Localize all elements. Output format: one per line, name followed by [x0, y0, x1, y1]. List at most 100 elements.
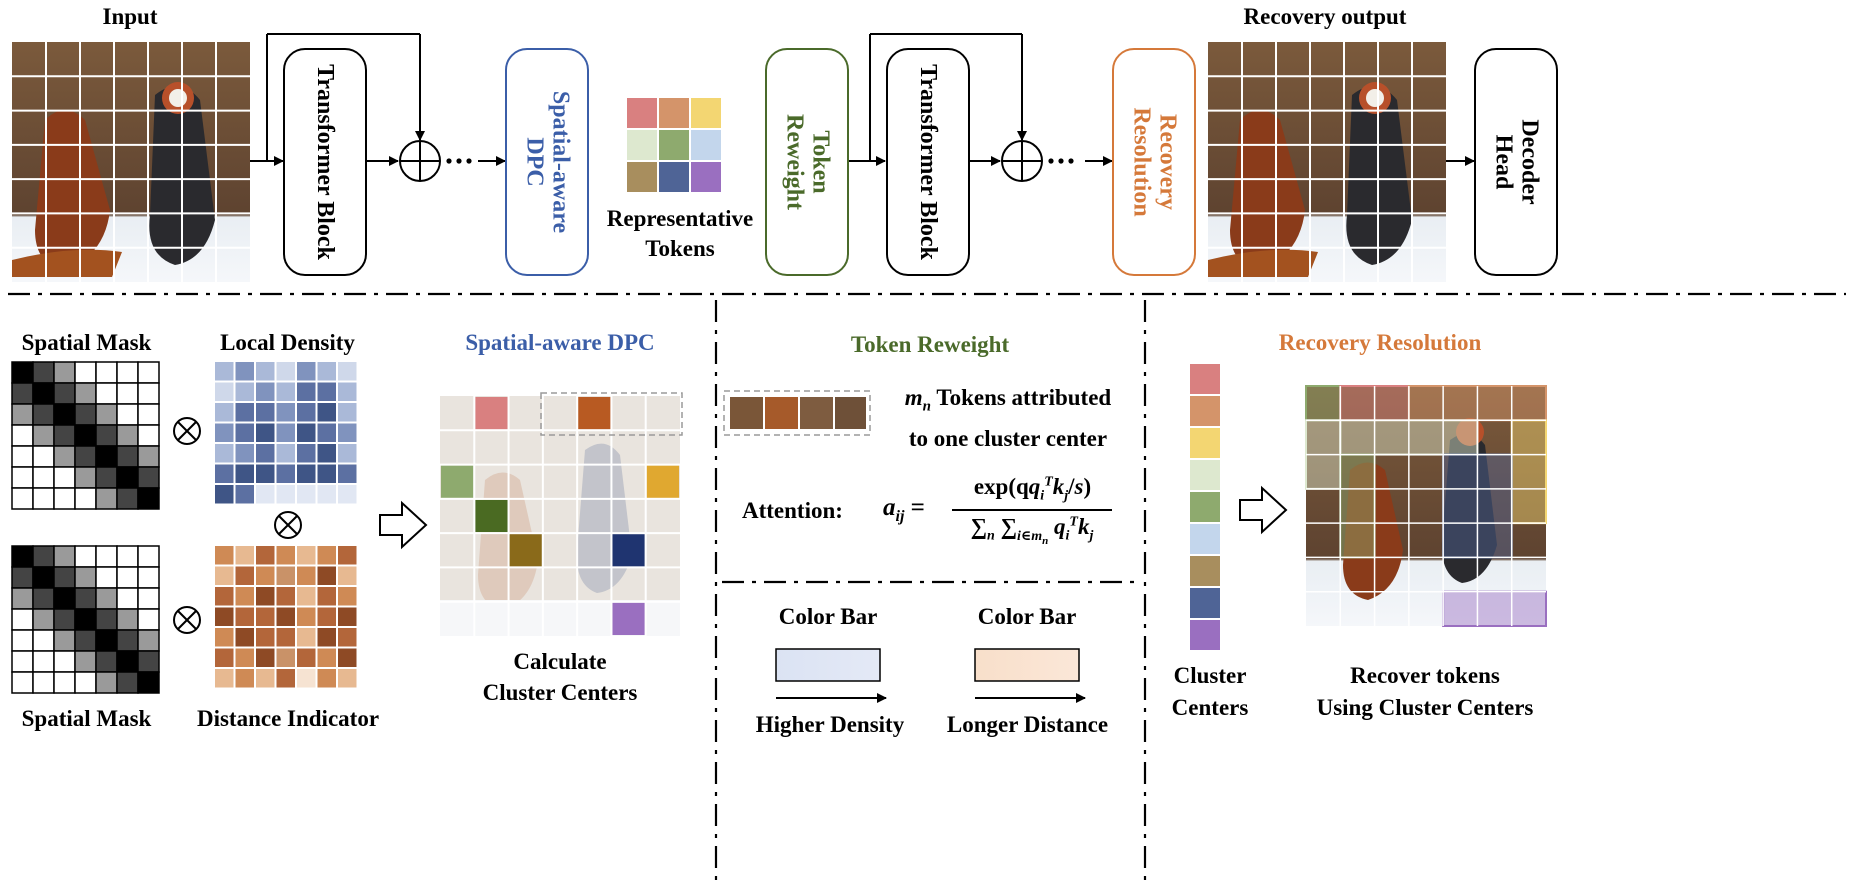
mask-cell — [95, 466, 118, 489]
mask-cell — [74, 403, 97, 426]
colorbar-1-caption: Higher Density — [755, 712, 905, 737]
cluster-centers-line2: Centers — [1171, 695, 1249, 720]
representative-tokens-grid — [627, 98, 721, 192]
n-sub: n — [922, 398, 931, 415]
distance-cell — [256, 669, 275, 688]
otimes-icon — [274, 511, 302, 539]
ellipsis-dots-1 — [446, 158, 472, 164]
density-cell — [317, 403, 336, 422]
mask-cell — [32, 487, 55, 510]
mask-cell — [74, 650, 97, 673]
density-cell — [215, 423, 234, 442]
distance-cell — [256, 648, 275, 667]
distance-cell — [317, 546, 336, 565]
distance-cell — [297, 628, 316, 647]
mask-cell — [32, 608, 55, 631]
input-label: Input — [102, 4, 158, 29]
density-cell — [215, 403, 234, 422]
recovery-output-image — [1208, 42, 1446, 282]
distance-cell — [276, 628, 295, 647]
decoder-head-label: Decoder Head — [1490, 119, 1543, 205]
cluster-center-token — [646, 465, 679, 498]
local-density-matrix — [215, 362, 357, 504]
mask-cell — [95, 671, 118, 694]
recovered-cluster-region — [1510, 419, 1547, 525]
mask-cell — [95, 566, 118, 589]
mask-cell — [53, 445, 76, 468]
representative-tokens-label: Representative Tokens — [590, 204, 770, 264]
representative-token — [691, 130, 721, 160]
cluster-center-token — [475, 397, 508, 430]
mask-cell — [116, 587, 139, 610]
mask-cell — [95, 629, 118, 652]
spatial-mask-top-label: Spatial Mask — [21, 330, 152, 355]
dpc-image — [440, 392, 683, 636]
density-cell — [256, 464, 275, 483]
mask-cell — [137, 382, 160, 405]
recovered-cluster-region — [1305, 385, 1342, 422]
mask-cell — [32, 587, 55, 610]
output-patch-grid — [1208, 42, 1446, 282]
mask-cell — [137, 445, 160, 468]
distance-cell — [297, 607, 316, 626]
distance-indicator-matrix — [215, 546, 357, 688]
mask-cell — [53, 487, 76, 510]
density-cell — [235, 444, 254, 463]
density-cell — [317, 423, 336, 442]
mask-cell — [95, 445, 118, 468]
mask-cell — [11, 361, 34, 384]
mask-cell — [32, 545, 55, 568]
mask-cell — [116, 382, 139, 405]
density-cell — [338, 423, 357, 442]
mask-cell — [53, 361, 76, 384]
distance-cell — [338, 669, 357, 688]
cluster-centers-line1: Cluster — [1173, 663, 1247, 688]
cluster-center-swatch — [1190, 396, 1220, 426]
input-image — [12, 42, 250, 282]
distance-cell — [215, 607, 234, 626]
cluster-center-token — [475, 499, 508, 533]
density-cell — [297, 444, 316, 463]
density-cell — [276, 423, 295, 442]
distance-cell — [235, 566, 254, 585]
representative-token — [659, 98, 689, 128]
mask-cell — [32, 445, 55, 468]
dpc-caption-line1: Calculate — [513, 649, 607, 674]
mask-cell — [74, 671, 97, 694]
density-cell — [235, 485, 254, 504]
mask-cell — [74, 424, 97, 447]
density-cell — [317, 362, 336, 381]
cluster-centers-bar — [1190, 364, 1220, 650]
mask-cell — [137, 671, 160, 694]
representative-tokens-line1: Representative — [606, 206, 754, 231]
cluster-center-swatch — [1190, 492, 1220, 522]
distance-cell — [338, 648, 357, 667]
m-var: m — [904, 385, 923, 410]
recovery-resolution-label: Recovery Resolution — [1128, 107, 1181, 217]
density-cell — [317, 382, 336, 401]
distance-cell — [256, 566, 275, 585]
mask-cell — [11, 487, 34, 510]
distance-cell — [276, 648, 295, 667]
mask-cell — [74, 608, 97, 631]
density-cell — [317, 485, 336, 504]
ellipsis-dots-2 — [1048, 158, 1074, 164]
mask-cell — [116, 403, 139, 426]
transformer-block-2-label: Transformer Block — [915, 64, 942, 260]
mask-cell — [116, 445, 139, 468]
transformer-block-2: Transformer Block — [886, 48, 970, 276]
mask-cell — [11, 629, 34, 652]
recover-caption-line2: Using Cluster Centers — [1316, 695, 1534, 720]
cluster-center-swatch — [1190, 556, 1220, 586]
distance-cell — [256, 628, 275, 647]
density-cell — [297, 485, 316, 504]
distance-cell — [235, 628, 254, 647]
density-cell — [215, 444, 234, 463]
spatial-dpc-label: Spatial-aware DPC — [521, 90, 574, 234]
mask-cell — [32, 629, 55, 652]
mask-cell — [95, 424, 118, 447]
distance-cell — [235, 546, 254, 565]
decoder-head-block: Decoder Head — [1474, 48, 1558, 276]
mask-cell — [53, 403, 76, 426]
mask-cell — [116, 566, 139, 589]
